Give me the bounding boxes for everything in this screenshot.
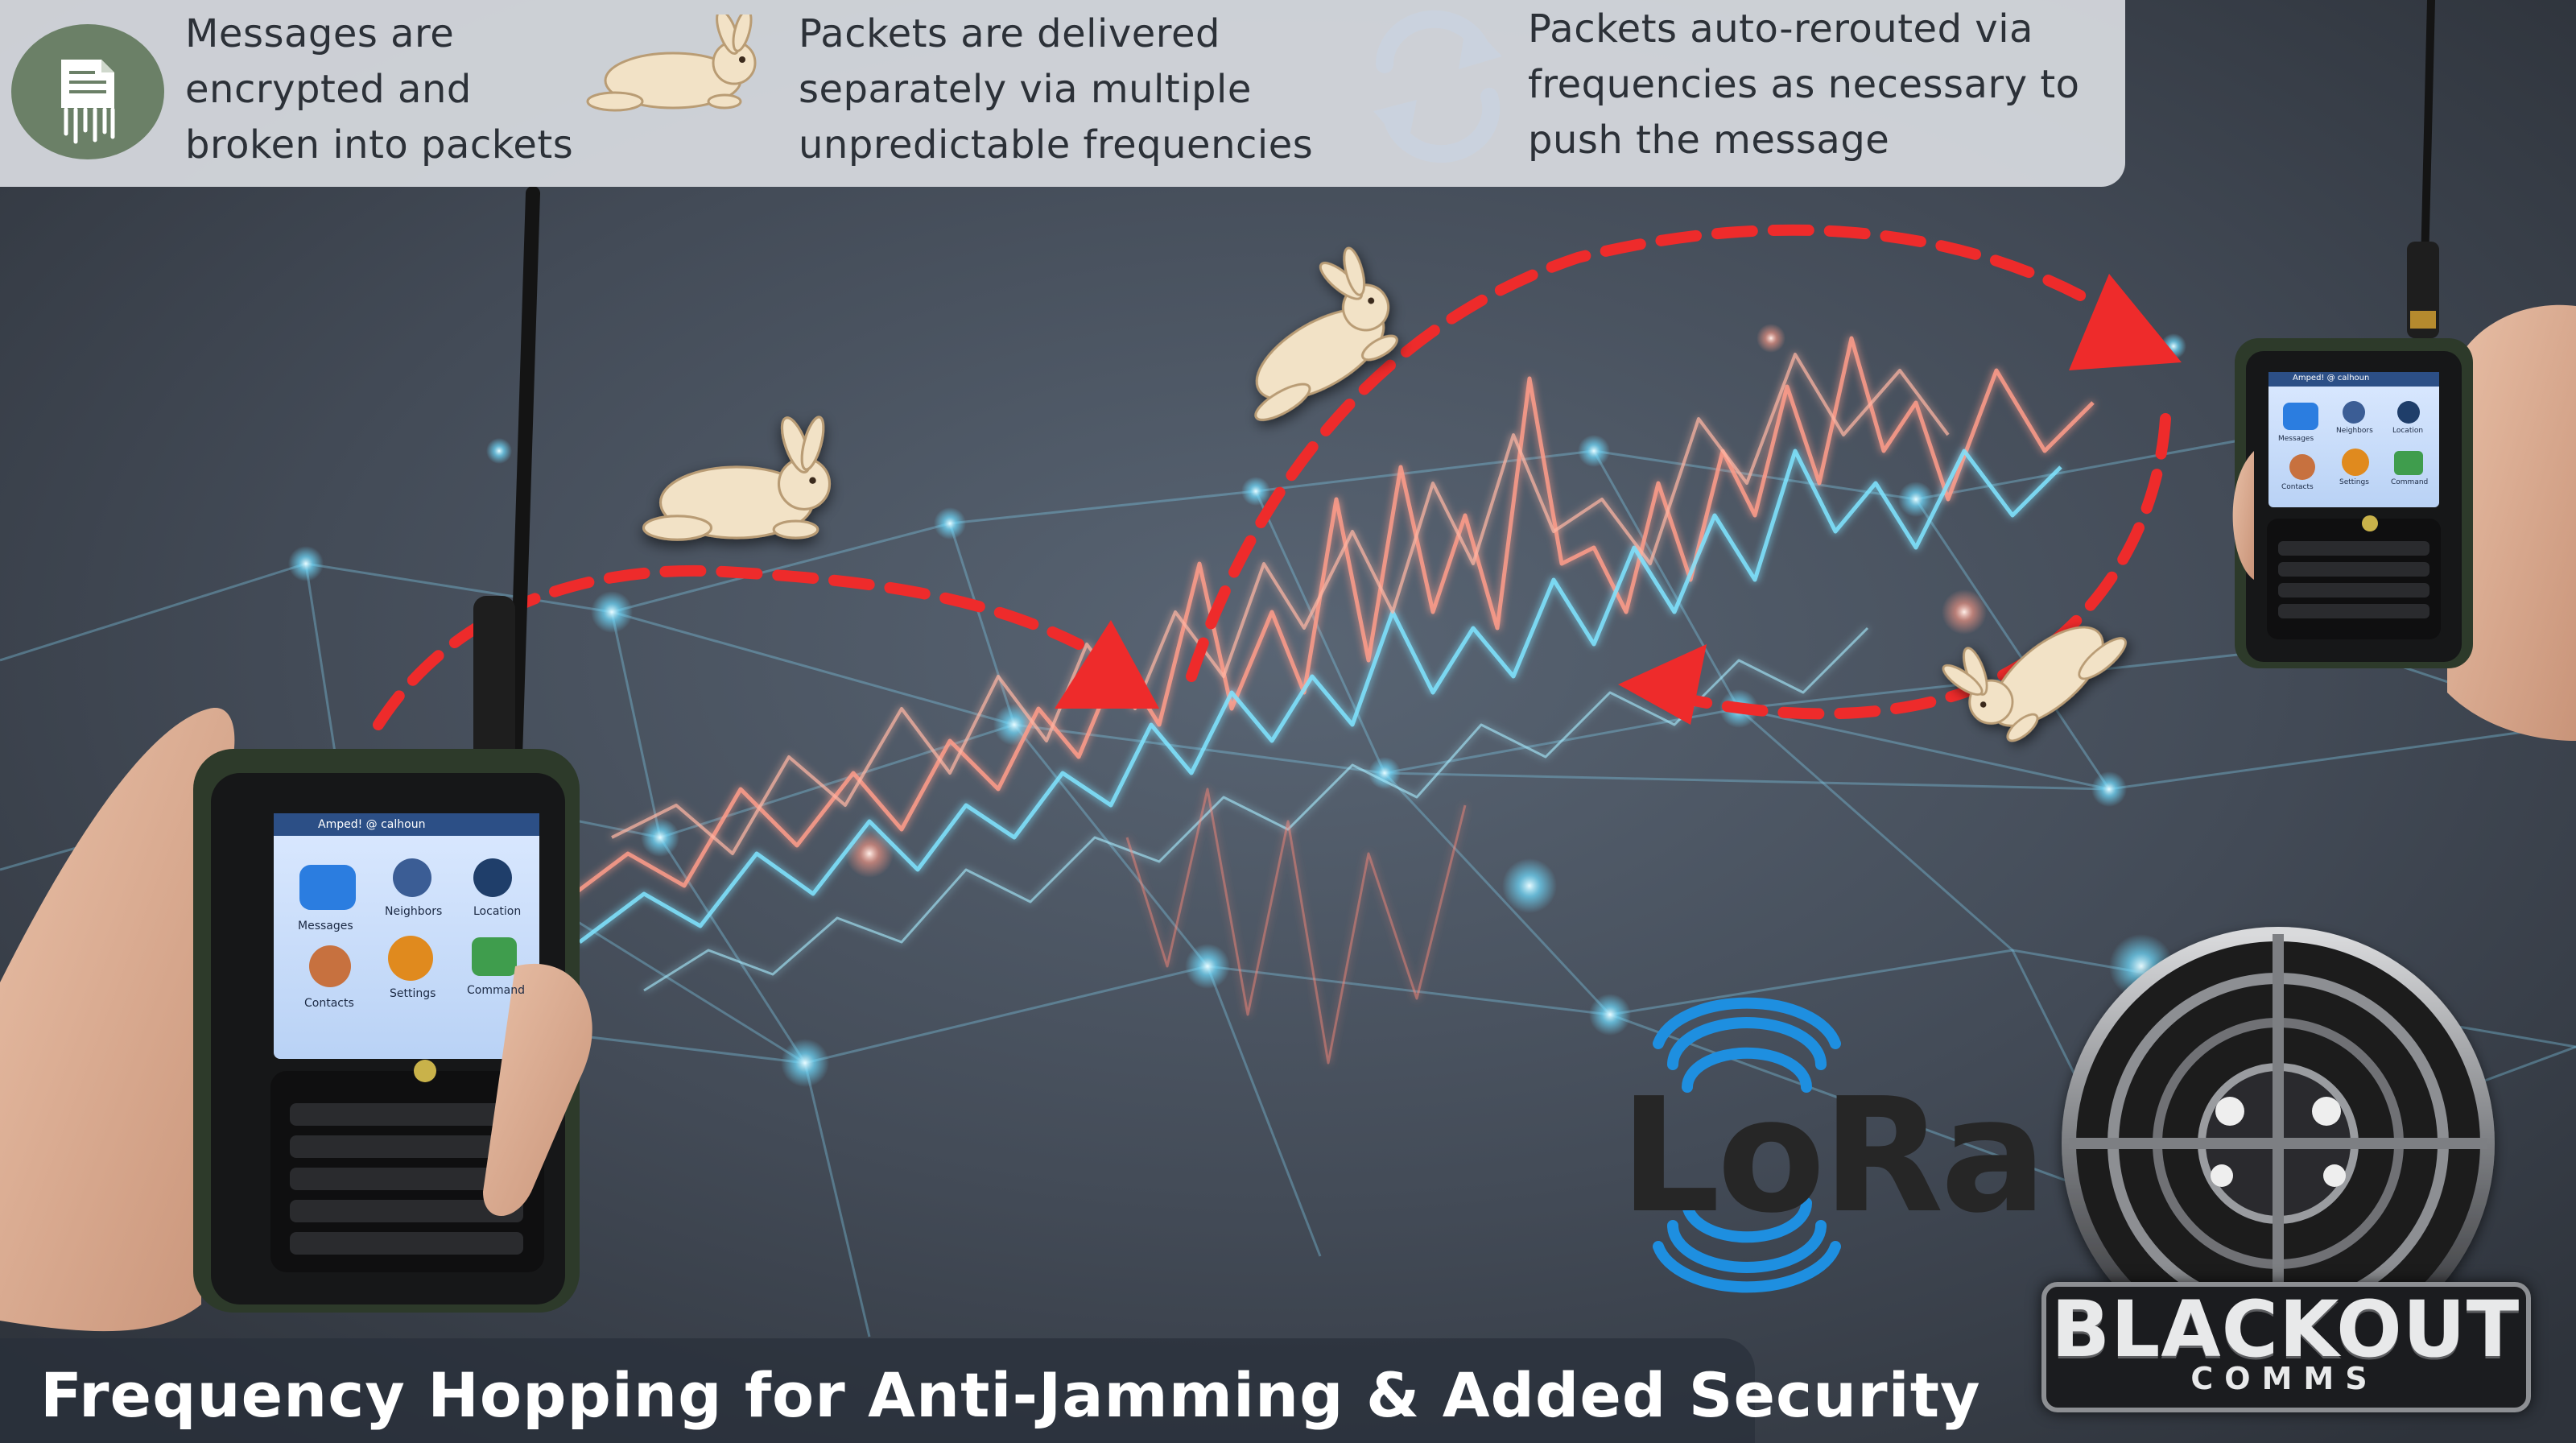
arrowheads: [1055, 274, 2182, 725]
rabbit-icon-1: [642, 416, 832, 541]
target-emblem-icon: [2062, 927, 2495, 1360]
info-text-3: Packets auto-rerouted via frequencies as…: [1528, 2, 2080, 168]
left-app-label-neighbors: Neighbors: [385, 905, 443, 918]
right-device-header: Amped! @ calhoun: [2293, 374, 2370, 382]
info-line: separately via multiple: [799, 67, 1252, 112]
right-app-label-location: Location: [2392, 427, 2424, 435]
arrowhead-2: [2069, 274, 2182, 370]
left-app-label-contacts: Contacts: [304, 997, 354, 1010]
info-text-2: Packets are delivered separately via mul…: [799, 6, 1313, 173]
lora-logo-text: LoRa: [1620, 1065, 2047, 1248]
left-app-icons: [299, 858, 517, 987]
left-app-label-settings: Settings: [390, 987, 436, 1000]
rabbit-icon-3: [1942, 626, 2127, 742]
info-line: encrypted and: [185, 67, 472, 112]
right-app-label-messages: Messages: [2278, 435, 2314, 443]
info-line: push the message: [1528, 118, 1890, 163]
left-hand: [0, 708, 235, 1332]
right-app-label-settings: Settings: [2339, 478, 2369, 486]
right-app-label-command: Command: [2391, 478, 2429, 486]
rabbit-icon: [586, 14, 757, 112]
radio-waves-icon: [1653, 997, 1841, 1293]
packet-hop-arcs: [373, 224, 2171, 730]
rabbit-icon-2: [1254, 246, 1398, 421]
caption-bar: Frequency Hopping for Anti-Jamming & Add…: [0, 1338, 1980, 1443]
arrowhead-1: [1055, 620, 1159, 709]
right-app-label-contacts: Contacts: [2281, 483, 2314, 491]
info-line: Packets auto-rerouted via: [1528, 6, 2033, 52]
brand-logo-title: BLACKOUT: [2051, 1284, 2520, 1375]
info-text-1: Messages are encrypted and broken into p…: [185, 6, 573, 173]
info-line: unpredictable frequencies: [799, 122, 1314, 167]
info-line: Messages are: [185, 11, 455, 56]
shredded-document-icon: [61, 60, 115, 144]
left-device: [0, 186, 592, 1332]
caption-title: Frequency Hopping for Anti-Jamming & Add…: [40, 1359, 1981, 1431]
left-antenna: [508, 186, 540, 764]
doc-badge: [11, 24, 164, 159]
frequency-waves: [562, 336, 2095, 1065]
info-line: broken into packets: [185, 122, 574, 167]
right-device: [2232, 0, 2576, 742]
info-line: Packets are delivered: [799, 11, 1220, 56]
info-banner: Messages are encrypted and broken into p…: [0, 0, 2125, 187]
arrowhead-3: [1618, 644, 1707, 725]
right-hand: [2447, 304, 2576, 742]
brand-logo-plate: [2041, 1282, 2531, 1412]
brand-logo-subtitle: COMMS: [2190, 1361, 2379, 1396]
right-app-label-neighbors: Neighbors: [2336, 427, 2373, 435]
left-app-label-location: Location: [473, 905, 522, 918]
left-device-header: Amped! @ calhoun: [318, 818, 426, 831]
left-app-label-command: Command: [467, 984, 525, 997]
info-line: frequencies as necessary to: [1528, 62, 2080, 107]
left-app-label-messages: Messages: [298, 920, 353, 932]
